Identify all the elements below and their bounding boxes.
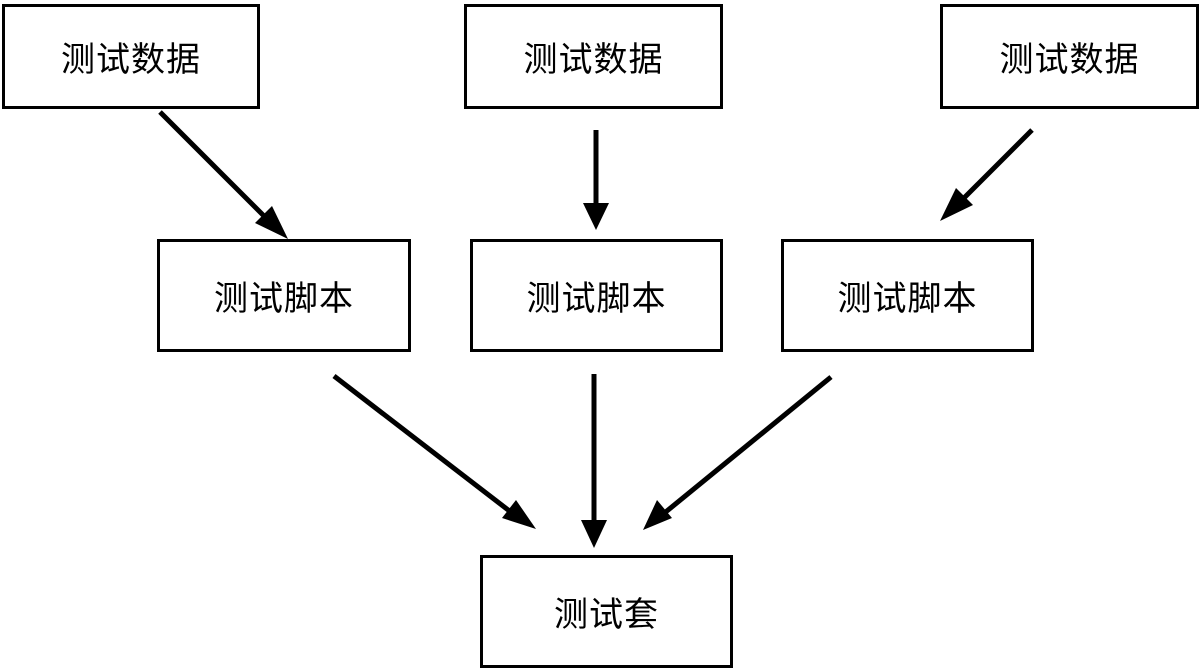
arrowhead-script1-to-suite <box>502 500 536 529</box>
arrow-script1-to-suite <box>332 374 518 518</box>
test-suite-label: 测试套 <box>554 595 659 635</box>
arrow-data1-to-script1 <box>158 110 272 224</box>
arrow-script3-to-suite <box>660 375 833 517</box>
arrowhead-data3-to-script3 <box>940 188 973 221</box>
test-data-label-2: 测试数据 <box>523 40 664 80</box>
test-data-box-2: 测试数据 <box>464 4 723 109</box>
test-script-box-1: 测试脚本 <box>157 239 411 352</box>
test-data-box-3: 测试数据 <box>940 4 1199 109</box>
test-data-label-3: 测试数据 <box>999 40 1140 80</box>
test-script-label-2: 测试脚本 <box>526 279 667 319</box>
arrowhead-data1-to-script1 <box>255 206 288 239</box>
test-script-label-3: 测试脚本 <box>837 279 978 319</box>
test-script-box-2: 测试脚本 <box>470 239 723 352</box>
arrowhead-script2-to-suite <box>581 520 607 548</box>
test-script-label-1: 测试脚本 <box>214 279 354 319</box>
test-data-label-1: 测试数据 <box>61 40 201 80</box>
arrowhead-script3-to-suite <box>643 500 672 530</box>
test-suite-box: 测试套 <box>480 555 733 668</box>
arrowhead-data2-to-script2 <box>583 203 609 230</box>
test-script-box-3: 测试脚本 <box>781 239 1034 352</box>
test-data-box-1: 测试数据 <box>2 4 260 109</box>
arrow-data3-to-script3 <box>956 128 1034 206</box>
